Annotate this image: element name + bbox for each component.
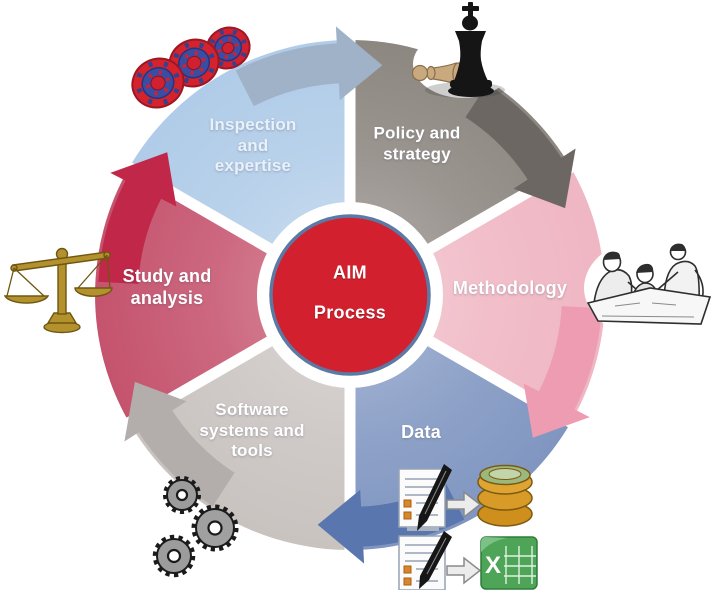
excel-x-glyph: X bbox=[485, 552, 501, 579]
transfer-arrow-icon bbox=[446, 556, 482, 585]
chess-pieces-icon bbox=[411, 2, 513, 98]
center-circle bbox=[257, 202, 443, 388]
segment-arrowhead-software bbox=[124, 381, 187, 442]
pipe-flanges-icon bbox=[131, 26, 251, 109]
document-pen-icon bbox=[398, 531, 452, 590]
pen-icon bbox=[417, 464, 452, 531]
segment-arrowhead-inspection bbox=[335, 26, 383, 101]
document-pen-icon bbox=[398, 464, 452, 531]
segment-arrowhead-methodology bbox=[523, 383, 590, 438]
center-title: AIM Process bbox=[313, 262, 387, 322]
segment-arrow-tail-inspection bbox=[235, 43, 343, 107]
excel-icon: X bbox=[480, 536, 538, 590]
data-transfer-icon: X bbox=[398, 464, 538, 590]
transfer-arrow-icon bbox=[446, 490, 482, 519]
segment-arrow-tail-software bbox=[136, 407, 235, 507]
center-disc bbox=[269, 214, 431, 376]
pen-icon bbox=[419, 531, 452, 589]
database-icon bbox=[477, 464, 533, 527]
segment-arrowhead-study bbox=[110, 152, 177, 207]
team-sketch-icon bbox=[584, 238, 716, 338]
segment-arrow-tail-methodology bbox=[537, 306, 602, 414]
balance-scale-icon bbox=[3, 247, 113, 334]
segment-arrow-tail-study bbox=[98, 176, 163, 284]
segment-arrow-tail-policy bbox=[465, 83, 564, 183]
segment-arrowhead-policy bbox=[513, 148, 576, 209]
gears-icon bbox=[152, 476, 239, 578]
segment-arrowhead-data bbox=[317, 489, 365, 564]
